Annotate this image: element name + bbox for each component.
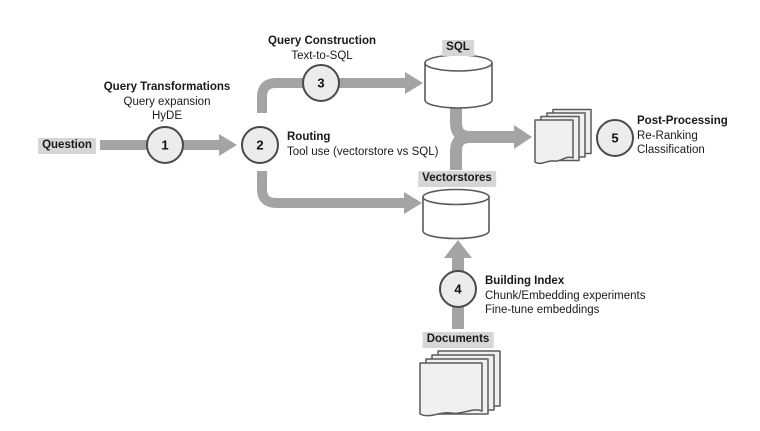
step-4-circle	[439, 270, 477, 308]
step-5-text-block: Post-Processing Re-Ranking Classificatio…	[637, 114, 728, 158]
step-5-number: 5	[611, 130, 619, 146]
step-4-detail-2: Fine-tune embeddings	[485, 304, 600, 316]
question-node-label: Question	[38, 138, 96, 154]
step-4-detail-1: Chunk/Embedding experiments	[485, 289, 646, 302]
step-2-detail-1: Tool use (vectorstore vs SQL)	[287, 145, 439, 158]
step-3-number: 3	[317, 75, 325, 91]
routing-to-vectorstore-arrow	[257, 171, 422, 214]
step-1-text-block: Query Transformations Query expansion Hy…	[104, 80, 231, 124]
step-1-circle	[146, 126, 184, 164]
sql-database-icon	[424, 54, 493, 109]
step-1-detail-2: HyDE	[151, 110, 183, 122]
vectorstore-database-icon	[422, 188, 490, 240]
step-2-title: Routing	[287, 131, 331, 143]
documents-node-label: Documents	[422, 332, 494, 348]
step-5-title: Post-Processing	[637, 115, 728, 127]
step-1-title: Query Transformations	[103, 81, 231, 93]
step-3-text-block: Query Construction Text-to-SQL	[268, 34, 376, 63]
step-4-title: Building Index	[485, 275, 565, 287]
step-3-circle	[302, 64, 340, 102]
sql-node-label: SQL	[442, 40, 474, 56]
step-5-circle	[596, 119, 634, 157]
step-5-detail-2: Classification	[637, 144, 705, 156]
vectorstores-node-label: Vectorstores	[418, 171, 496, 187]
step-2-circle	[241, 126, 279, 164]
step-3-title: Query Construction	[268, 35, 376, 47]
step-4-number: 4	[454, 281, 462, 297]
step-5-detail-1: Re-Ranking	[637, 129, 698, 142]
results-merge-arrow	[450, 108, 532, 170]
step-3-detail-1: Text-to-SQL	[291, 49, 353, 62]
step-1-detail-1: Query expansion	[123, 95, 211, 108]
retrieved-documents-icon	[534, 108, 592, 165]
source-documents-icon	[419, 350, 501, 417]
routing-to-sql-arrow	[257, 72, 423, 113]
step-1-number: 1	[161, 137, 169, 153]
step-2-text-block: Routing Tool use (vectorstore vs SQL)	[287, 130, 438, 159]
step-4-text-block: Building Index Chunk/Embedding experimen…	[485, 274, 645, 318]
step-2-number: 2	[256, 137, 264, 153]
